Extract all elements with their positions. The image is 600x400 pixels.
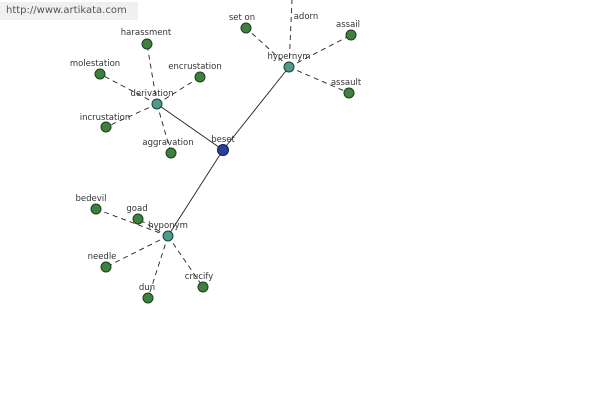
edge-hyponym-needle xyxy=(105,235,169,268)
node-needle[interactable] xyxy=(100,261,112,273)
label-needle: needle xyxy=(88,252,117,262)
label-adorn: adorn xyxy=(294,12,319,22)
edge-center-hypernym xyxy=(222,66,290,151)
node-aggravation[interactable] xyxy=(165,147,177,159)
label-incrustation: incrustation xyxy=(80,113,131,123)
edge-hypernym-up xyxy=(288,0,293,68)
label-derivation: derivation xyxy=(130,89,173,99)
label-bedevil: bedevil xyxy=(75,194,106,204)
node-derivation[interactable] xyxy=(151,98,163,110)
edge-hyponym-bedevil xyxy=(95,208,169,237)
label-set-on: set on xyxy=(229,13,255,23)
node-set-on[interactable] xyxy=(240,22,252,34)
node-hypernym[interactable] xyxy=(283,61,295,73)
edge-center-hyponym xyxy=(167,149,224,237)
label-dun: dun xyxy=(139,283,155,293)
node-harassment[interactable] xyxy=(141,38,153,50)
edge-hypernym-assail xyxy=(288,34,352,68)
label-encrustation: encrustation xyxy=(168,62,221,72)
edge-center-derivation xyxy=(156,103,224,151)
edge-derivation-molestation xyxy=(99,73,158,105)
node-beset[interactable] xyxy=(217,144,229,156)
edge-derivation-incrustation xyxy=(105,103,158,128)
label-beset: beset xyxy=(211,135,235,145)
node-dun[interactable] xyxy=(142,292,154,304)
node-incrustation[interactable] xyxy=(100,121,112,133)
edge-derivation-harassment xyxy=(146,43,158,105)
edge-hypernym-assault xyxy=(288,66,350,94)
node-crucify[interactable] xyxy=(197,281,209,293)
edge-hyponym-goad xyxy=(137,218,169,237)
node-bedevil[interactable] xyxy=(90,203,102,215)
label-aggravation: aggravation xyxy=(142,138,193,148)
node-hyponym[interactable] xyxy=(162,230,174,242)
node-molestation[interactable] xyxy=(94,68,106,80)
edge-hyponym-dun xyxy=(147,235,169,299)
node-goad[interactable] xyxy=(132,213,144,225)
node-encrustation[interactable] xyxy=(194,71,206,83)
edge-hyponym-crucify xyxy=(167,235,204,288)
label-hyponym: hyponym xyxy=(148,221,188,231)
label-molestation: molestation xyxy=(70,59,120,69)
label-goad: goad xyxy=(126,204,147,214)
label-crucify: crucify xyxy=(185,272,213,282)
watermark-url[interactable]: http://www.artikata.com xyxy=(0,2,138,20)
label-hypernym: hypernym xyxy=(267,52,310,62)
label-assail: assail xyxy=(336,20,360,30)
node-assault[interactable] xyxy=(343,87,355,99)
label-harassment: harassment xyxy=(121,28,172,38)
node-assail[interactable] xyxy=(345,29,357,41)
edge-hypernym-seton xyxy=(245,27,290,68)
label-assault: assault xyxy=(331,78,362,88)
